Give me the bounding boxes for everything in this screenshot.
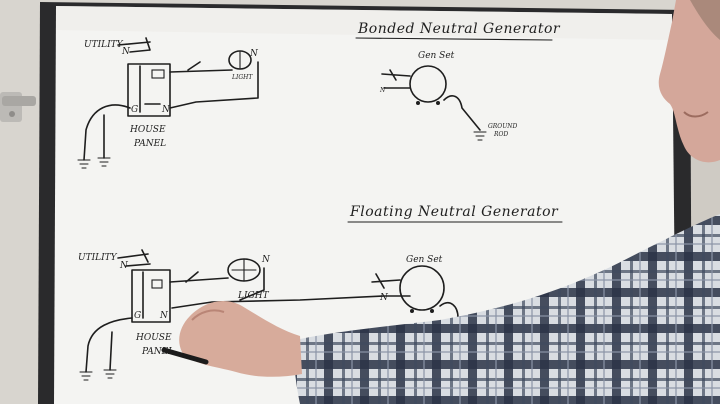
bottom-genset-hot-lead <box>371 273 401 289</box>
presenter-hand <box>179 301 302 377</box>
top-title-underline <box>355 37 553 41</box>
top-light-label: LIGHT <box>231 74 253 81</box>
top-genset-ground-symbol <box>473 131 487 141</box>
presenter-hair <box>690 0 720 40</box>
bottom-panel-label-2: PANEL <box>141 347 174 357</box>
top-utility-lines <box>117 37 151 53</box>
bottom-genset-label: Gen Set <box>406 255 443 265</box>
bottom-diagram: Floating Neutral Generator UTILITY N G N… <box>78 204 563 381</box>
bottom-utility-label: UTILITY <box>78 253 118 263</box>
bottom-genset-frame-wire <box>439 302 459 319</box>
bottom-utility-lines <box>117 249 151 267</box>
bottom-ground-symbol-2 <box>103 369 117 379</box>
top-utility-label: UTILITY <box>84 40 124 50</box>
bottom-genset-n-label: N <box>379 293 389 303</box>
presenter-plaid-shirt <box>294 214 720 404</box>
bottom-hot-wire <box>169 271 229 283</box>
top-genset-circle <box>409 65 447 103</box>
bottom-ground-wires <box>85 317 133 373</box>
marker <box>161 347 209 365</box>
top-ground-symbol-2 <box>97 157 111 167</box>
top-panel-label-2: PANEL <box>133 139 166 149</box>
top-panel-n-label: N <box>161 105 171 115</box>
top-ground-rod-label-1: GROUND <box>488 123 518 130</box>
top-panel-bus <box>139 65 161 113</box>
top-genset-ground-wire <box>443 95 481 131</box>
presenter-face <box>658 0 720 163</box>
top-genset-label: Gen Set <box>418 51 455 61</box>
bottom-light-n-label: N <box>261 255 271 265</box>
bottom-ground-symbol-1 <box>79 371 93 381</box>
wall-bracket <box>0 92 36 122</box>
top-genset-n-label: N <box>379 87 386 94</box>
top-n-label: N <box>121 47 131 57</box>
top-house-panel-box <box>127 63 171 117</box>
bottom-n-label: N <box>119 261 129 271</box>
top-hot-wire <box>169 61 233 73</box>
top-diagram-title: Bonded Neutral Generator <box>357 21 561 37</box>
bottom-light-label: LIGHT <box>237 291 270 301</box>
top-light-bulb <box>228 50 252 70</box>
top-diagram: Bonded Neutral Generator UTILITY N G N L… <box>77 21 561 169</box>
top-panel-breaker <box>151 69 165 79</box>
top-genset-leads <box>381 69 411 89</box>
bottom-neutral-to-genset-wire <box>171 295 411 309</box>
bottom-panel-breaker <box>151 279 163 289</box>
bottom-panel-label-1: HOUSE <box>135 333 172 343</box>
top-panel-label-1: HOUSE <box>129 125 166 135</box>
top-g-label: G <box>131 105 138 115</box>
bottom-house-panel-box <box>131 269 171 323</box>
top-ground-wires <box>83 104 131 161</box>
top-neutral-wire <box>169 61 259 109</box>
bottom-g-label: G <box>134 311 141 321</box>
top-ground-symbol-1 <box>77 159 91 169</box>
presenter <box>161 0 720 404</box>
top-ground-rod-label-2: ROD <box>493 131 508 138</box>
bottom-light-return-wire <box>239 267 265 301</box>
bottom-light-filament <box>231 258 257 282</box>
bottom-genset-circle <box>399 265 445 311</box>
top-light-n-label: N <box>249 49 259 59</box>
bottom-diagram-title: Floating Neutral Generator <box>349 204 559 220</box>
bottom-panel-n-label: N <box>159 311 169 321</box>
